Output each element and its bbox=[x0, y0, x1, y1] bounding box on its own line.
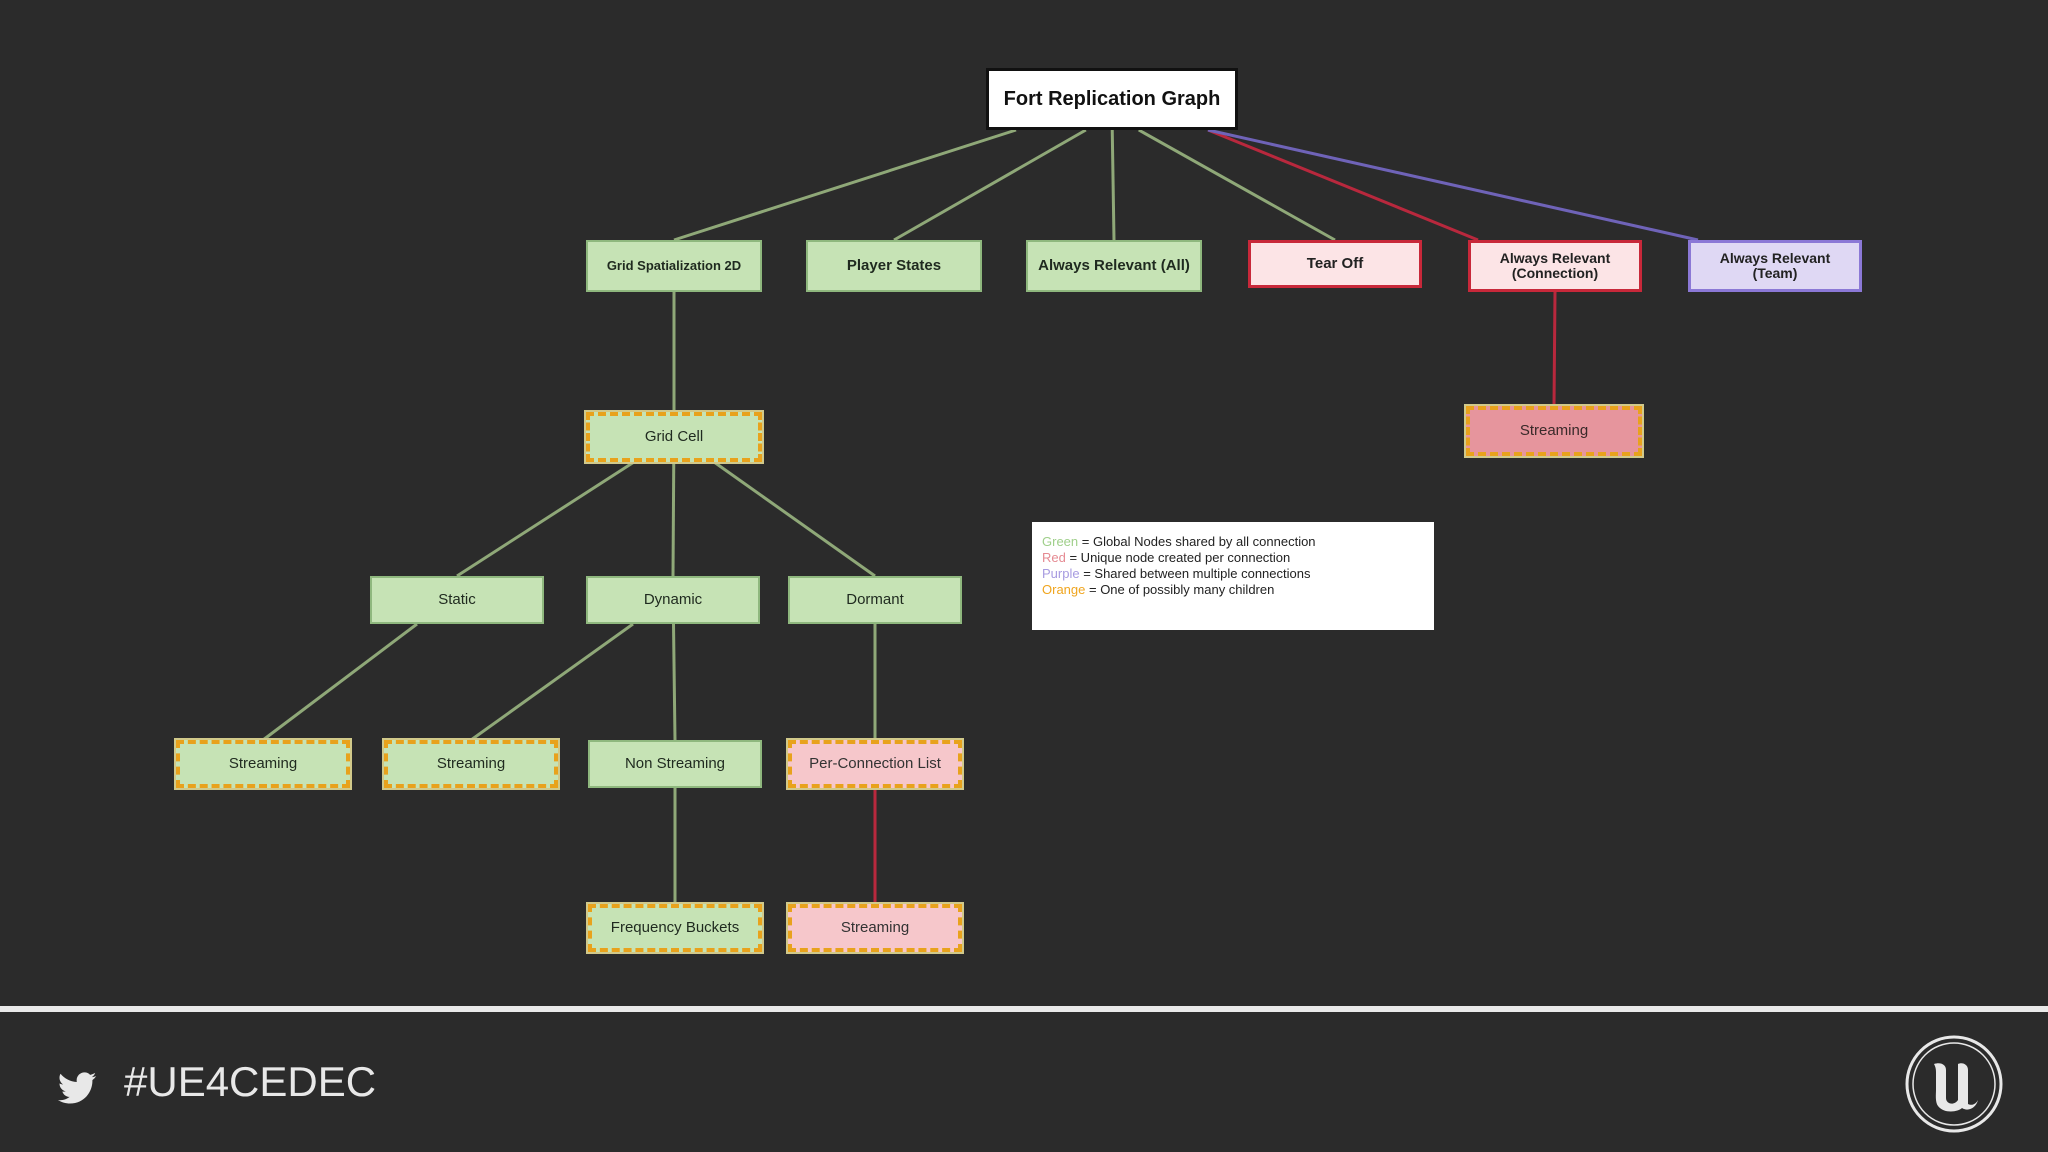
connector-static-to-static_streaming bbox=[262, 622, 418, 742]
frequency-buckets-node: Frequency Buckets bbox=[586, 902, 764, 954]
dynamic-node: Dynamic bbox=[586, 576, 760, 624]
legend-key-purple: Purple bbox=[1042, 566, 1080, 581]
per-connection-list-node: Per-Connection List bbox=[786, 738, 964, 790]
connector-root-to-player_states bbox=[893, 128, 1087, 242]
dormant-node: Dormant bbox=[788, 576, 962, 624]
legend-text-red: = Unique node created per connection bbox=[1065, 550, 1291, 565]
legend-row-orange: Orange = One of possibly many children bbox=[1042, 582, 1424, 598]
legend-key-orange: Orange bbox=[1042, 582, 1086, 597]
always-relevant-team-node: Always Relevant (Team) bbox=[1688, 240, 1862, 292]
connector-root-to-always_relevant_connection bbox=[1207, 128, 1479, 242]
always-relevant-all-node: Always Relevant (All) bbox=[1026, 240, 1202, 292]
connector-dynamic-to-non_streaming bbox=[672, 623, 677, 741]
tear-off-node: Tear Off bbox=[1248, 240, 1422, 288]
connector-grid_cell-to-dormant bbox=[713, 460, 876, 578]
twitter-bird-icon[interactable] bbox=[56, 1068, 98, 1110]
connector-dynamic-to-dynamic_streaming bbox=[470, 622, 634, 742]
grid-spatialization-node: Grid Spatialization 2D bbox=[586, 240, 762, 292]
connection-streaming-node: Streaming bbox=[1464, 404, 1644, 458]
connector-grid_cell-to-static bbox=[456, 460, 635, 578]
dynamic-streaming-node: Streaming bbox=[382, 738, 560, 790]
player-states-node: Player States bbox=[806, 240, 982, 292]
footer-hashtag: #UE4CEDEC bbox=[124, 1058, 377, 1105]
legend-key-red: Red bbox=[1042, 550, 1066, 565]
unreal-engine-logo-icon bbox=[1905, 1035, 2003, 1133]
connector-root-to-always_relevant_team bbox=[1207, 128, 1699, 242]
connector-root-to-always_relevant_all bbox=[1110, 129, 1116, 241]
legend-row-green: Green = Global Nodes shared by all conne… bbox=[1042, 534, 1424, 550]
connector-root-to-grid_spatialization bbox=[673, 128, 1017, 242]
static-node: Static bbox=[370, 576, 544, 624]
connector-always_relevant_connection-to-streaming_connection bbox=[1552, 291, 1557, 407]
legend-key-green: Green bbox=[1042, 534, 1079, 549]
root-node: Fort Replication Graph bbox=[986, 68, 1238, 130]
grid-cell-node: Grid Cell bbox=[584, 410, 764, 464]
legend-row-purple: Purple = Shared between multiple connect… bbox=[1042, 566, 1424, 582]
always-relevant-connection-node: Always Relevant (Connection) bbox=[1468, 240, 1642, 292]
legend-text-orange: = One of possibly many children bbox=[1085, 582, 1275, 597]
static-streaming-node: Streaming bbox=[174, 738, 352, 790]
connector-grid_cell-to-dynamic bbox=[671, 461, 676, 577]
legend-box: Green = Global Nodes shared by all conne… bbox=[1032, 522, 1434, 630]
per-connection-streaming-node: Streaming bbox=[786, 902, 964, 954]
legend-row-red: Red = Unique node created per connection bbox=[1042, 550, 1424, 566]
legend-text-purple: = Shared between multiple connections bbox=[1079, 566, 1311, 581]
connector-root-to-tear_off bbox=[1138, 128, 1336, 242]
footer-divider bbox=[0, 1006, 2048, 1012]
non-streaming-node: Non Streaming bbox=[588, 740, 762, 788]
legend-text-green: = Global Nodes shared by all connection bbox=[1078, 534, 1316, 549]
